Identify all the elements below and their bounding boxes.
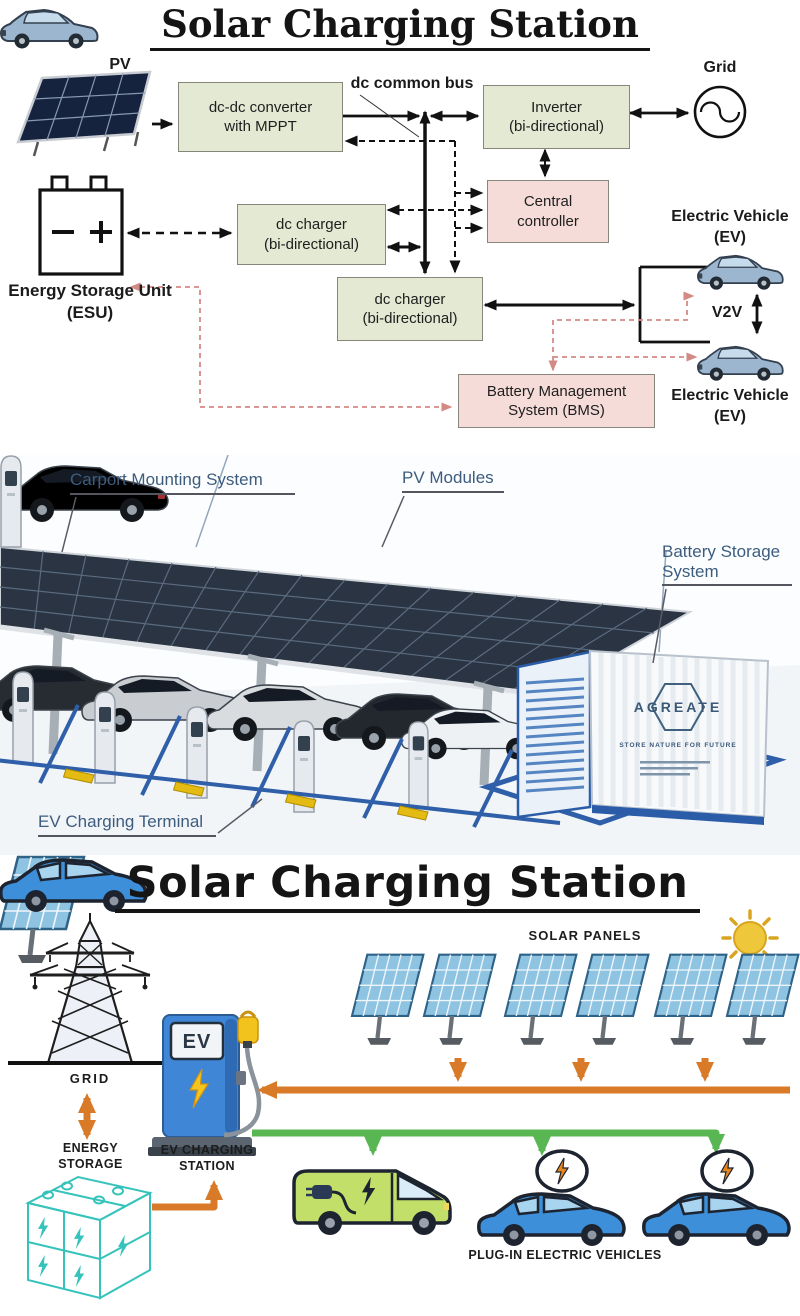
label-leader-lines <box>61 495 667 834</box>
top-diagram-graphics <box>0 8 784 412</box>
ev-station-label: EV CHARGING STATION <box>160 1143 254 1174</box>
esu-label: Energy Storage Unit (ESU) <box>8 281 172 323</box>
wheel-stops <box>62 768 429 821</box>
container-brand: AGREATE <box>634 699 722 715</box>
pump-bolt-icon <box>188 1068 210 1109</box>
grid-ac-icon <box>693 85 747 139</box>
bms-box: Battery Management System (BMS) <box>458 374 655 428</box>
pv-panel-icon <box>16 70 152 157</box>
battery-stack-icon <box>25 1175 153 1300</box>
ev-terminal-label: EV Charging Terminal <box>38 812 216 837</box>
ev-sign-label: EV <box>182 1031 212 1053</box>
solar-panels-label: SOLAR PANELS <box>528 928 642 943</box>
carport-render-section: AGREATE STORE NATURE FOR FUTURE Carport … <box>0 455 800 855</box>
grid-label: GRID <box>69 1071 111 1086</box>
top-title: Solar Charging Station <box>150 2 650 51</box>
dc-charger1-box: dc charger (bi-directional) <box>237 204 386 265</box>
central-controller-box: Central controller <box>487 180 609 243</box>
van-bolt-icon <box>362 1177 376 1206</box>
carport-mounting-label: Carport Mounting System <box>70 470 295 495</box>
inverter-box: Inverter (bi-directional) <box>483 85 630 149</box>
battery-storage-container: AGREATE STORE NATURE FOR FUTURE <box>516 649 770 825</box>
ev-car-icon <box>697 345 784 382</box>
pev-label: PLUG-IN ELECTRIC VEHICLES <box>468 1248 662 1262</box>
bms-sensing-arrows <box>129 282 698 412</box>
solar-panel-icons <box>352 955 798 1045</box>
infographic-section: EV GRID ENERGY STORAGE EV CHARGING STATI… <box>0 855 800 1316</box>
ev1-label: Electric Vehicle (EV) <box>671 208 789 246</box>
pv-modules-label: PV Modules <box>402 468 504 493</box>
energy-storage-label: ENERGY STORAGE <box>58 1141 123 1172</box>
top-diagram-section: Solar Charging Station PV dc common bus … <box>0 0 800 455</box>
infographic-graphics <box>0 855 800 1300</box>
dc-common-bus-label: dc common bus <box>350 75 474 92</box>
container-tagline: STORE NATURE FOR FUTURE <box>619 742 736 749</box>
ev-sign-panel <box>169 1021 225 1061</box>
control-signal-arrows <box>126 135 551 274</box>
nozzle-icon <box>237 1016 259 1044</box>
station-to-vehicle-arrows <box>252 1129 725 1156</box>
ev-blue-car-icon <box>477 1192 626 1248</box>
crane-cables <box>195 455 667 653</box>
ev-van-icon <box>292 1169 452 1235</box>
plug-icon <box>312 1185 332 1199</box>
bottom-title: Solar Charging Station <box>115 858 700 913</box>
v2v-label: V2V <box>711 304 743 321</box>
charge-bubble-icons <box>535 1149 754 1193</box>
battery-bolt-icons <box>38 1217 129 1288</box>
battery-storage-label: Battery Storage System <box>662 542 792 587</box>
solar-to-station-arrows <box>257 1058 790 1099</box>
carport-scene: AGREATE STORE NATURE FOR FUTURE <box>0 455 800 855</box>
transmission-tower-icon <box>8 913 172 1065</box>
ev2-label: Electric Vehicle (EV) <box>671 387 789 425</box>
dc-charger2-box: dc charger (bi-directional) <box>337 277 483 341</box>
ev-pump-icon <box>148 1010 262 1156</box>
storage-station-arrow <box>152 1180 223 1211</box>
pv-label: PV <box>109 56 131 73</box>
container-fine-print <box>640 761 710 776</box>
dcdc-converter-box: dc-dc converter with MPPT <box>178 82 343 152</box>
ev-car-icon <box>697 254 784 291</box>
grid-label: Grid <box>703 59 737 76</box>
container-logo-hexagon <box>650 683 706 731</box>
battery-icon <box>38 175 124 276</box>
bus-pointer-line <box>359 94 420 138</box>
ev-blue-car-icon <box>642 1192 791 1248</box>
pump-cable <box>223 1047 262 1138</box>
